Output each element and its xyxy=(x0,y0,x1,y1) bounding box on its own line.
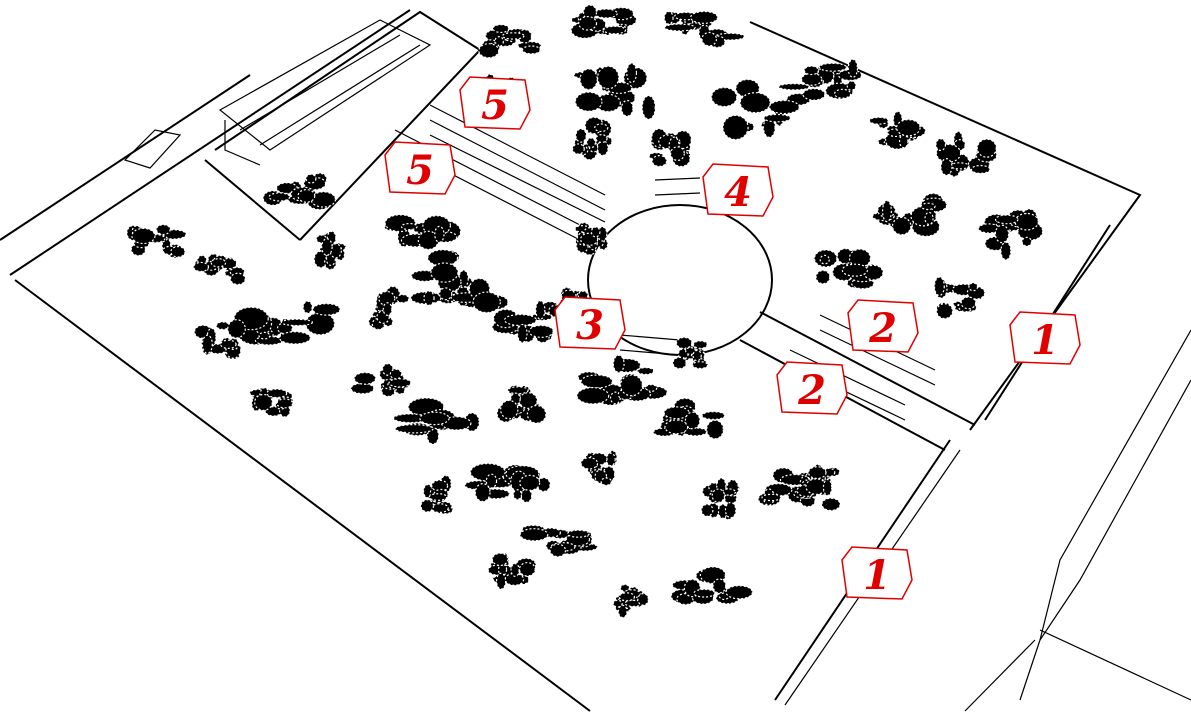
tree-icon xyxy=(368,285,410,331)
tree-icon xyxy=(193,319,246,360)
label-number: 1 xyxy=(1031,317,1059,364)
tree-icon xyxy=(648,128,692,168)
tree-icon xyxy=(464,462,551,503)
tree-icon xyxy=(663,10,746,48)
number-label-1: 1 xyxy=(1009,311,1081,365)
tree-icon xyxy=(573,62,656,120)
tree-icon xyxy=(801,58,863,101)
label-tag-outline xyxy=(459,76,531,130)
label-tag-outline xyxy=(1009,311,1081,365)
tree-icon xyxy=(670,566,754,606)
tree-icon xyxy=(384,214,462,267)
tree-icon xyxy=(420,475,454,515)
label-number: 2 xyxy=(868,305,897,352)
label-tag-outline xyxy=(384,141,456,195)
site-lines xyxy=(0,9,1191,712)
tree-icon xyxy=(935,131,998,178)
tree-icon xyxy=(410,262,491,308)
tree-icon xyxy=(576,354,668,406)
number-label-1: 1 xyxy=(841,546,913,600)
tree-icon xyxy=(872,192,948,237)
tree-icon xyxy=(249,387,294,418)
label-tag-outline xyxy=(554,296,626,350)
label-number: 3 xyxy=(576,302,604,349)
label-number: 5 xyxy=(481,82,509,129)
tree-icon xyxy=(977,208,1044,261)
number-label-5: 5 xyxy=(459,76,531,130)
tree-icon xyxy=(571,116,613,161)
tree-icon xyxy=(700,477,741,521)
tree-icon xyxy=(933,276,986,320)
tree-icon xyxy=(233,300,341,346)
tree-icon xyxy=(796,463,841,499)
tree-icon xyxy=(313,230,347,271)
label-tag-outline xyxy=(841,546,913,600)
number-label-2: 2 xyxy=(847,299,919,353)
tree-icon xyxy=(570,4,637,39)
tree-icon xyxy=(519,524,599,558)
tree-icon xyxy=(472,291,560,344)
label-tag-outline xyxy=(776,361,848,415)
tree-icon xyxy=(672,336,709,370)
label-number: 4 xyxy=(724,169,752,216)
label-number: 2 xyxy=(797,367,826,414)
tree-icon xyxy=(350,363,412,397)
number-label-4: 4 xyxy=(702,163,774,217)
number-label-2: 2 xyxy=(776,361,848,415)
tree-icon xyxy=(478,24,542,59)
number-label-3: 3 xyxy=(554,296,626,350)
number-label-5: 5 xyxy=(384,141,456,195)
tree-icon xyxy=(813,248,884,290)
tree-icon xyxy=(574,222,609,256)
label-tag-outline xyxy=(847,299,919,353)
tree-icon xyxy=(392,397,480,445)
tree-icon xyxy=(580,450,618,486)
tree-icon xyxy=(126,224,187,259)
tree-icon xyxy=(652,397,726,440)
tree-icon xyxy=(487,552,537,590)
tree-icon xyxy=(262,172,337,211)
tree-icon xyxy=(710,78,811,141)
tree-icon xyxy=(868,111,926,150)
label-number: 1 xyxy=(863,552,891,599)
tree-icon xyxy=(496,384,547,424)
tree-icon xyxy=(612,583,650,619)
label-number: 5 xyxy=(406,147,434,194)
tree-icon xyxy=(193,253,246,286)
label-tag-outline xyxy=(702,163,774,217)
